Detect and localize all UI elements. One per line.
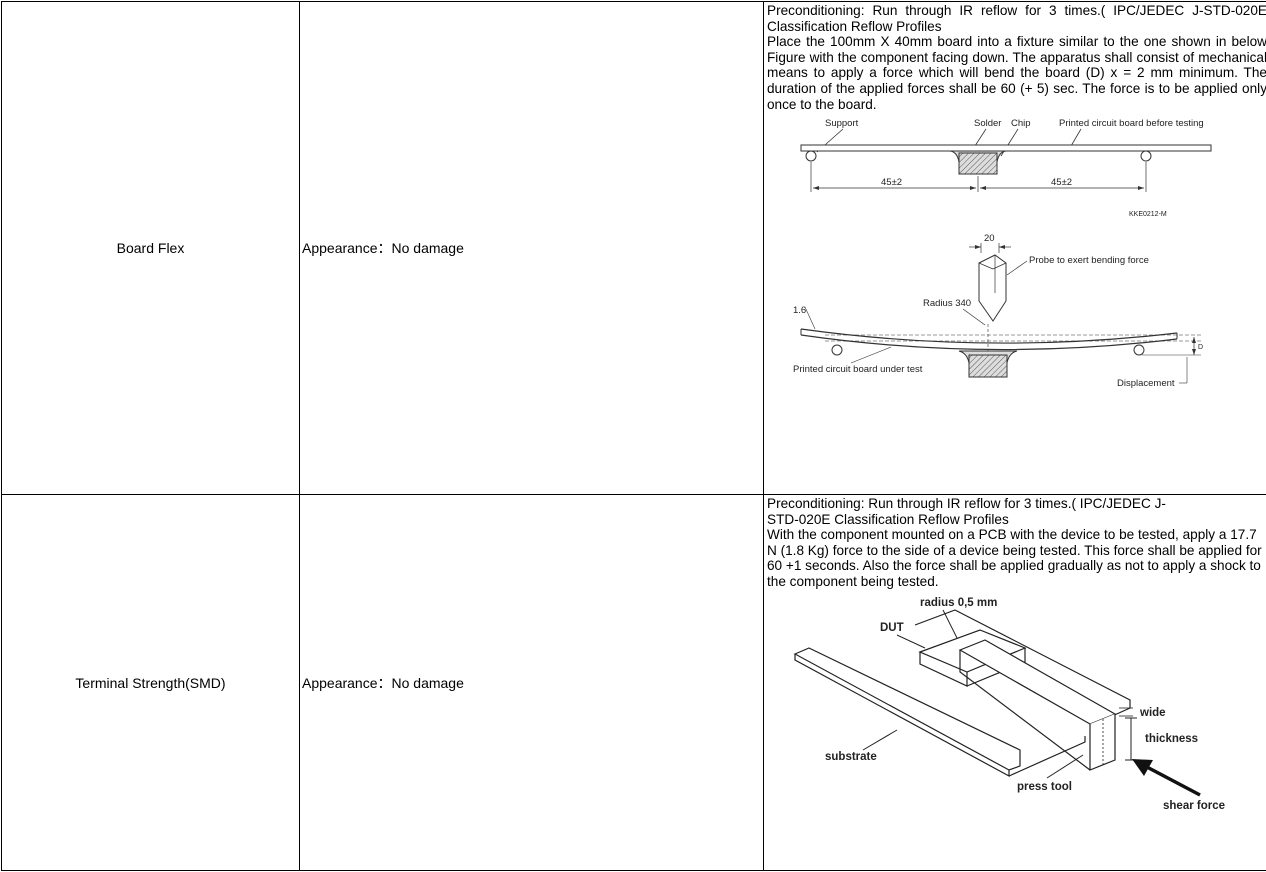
board-flex-figure-top: Support Solder Chip Printed circuit boar… xyxy=(800,118,1212,218)
procedure-text: Place the 100mm X 40mm board into a fixt… xyxy=(767,34,1266,112)
label-dim-left: 45±2 xyxy=(881,177,902,188)
label-figure-code: KKE0212-M xyxy=(1129,211,1167,218)
table-row: Terminal Strength(SMD) Appearance：No dam… xyxy=(1,494,1266,871)
method-cell: Preconditioning: Run through IR reflow f… xyxy=(763,494,1266,871)
label-displacement: Displacement xyxy=(1117,378,1175,389)
procedure-text: With the component mounted on a PCB with… xyxy=(767,527,1262,589)
label-dut: DUT xyxy=(880,622,904,634)
label-support: Support xyxy=(825,118,859,129)
label-chip: Chip xyxy=(1011,118,1031,129)
method-cell: Preconditioning: Run through IR reflow f… xyxy=(763,1,1266,495)
test-item-cell: Terminal Strength(SMD) xyxy=(1,494,300,871)
label-radius: Radius 340 xyxy=(923,298,971,309)
method-text: Preconditioning: Run through IR reflow f… xyxy=(767,496,1266,590)
label-pcb-before: Printed circuit board before testing xyxy=(1059,118,1204,129)
requirement-cell: Appearance：No damage xyxy=(299,494,764,871)
preconditioning-text: Preconditioning: Run through IR reflow f… xyxy=(767,496,1166,527)
label-substrate: substrate xyxy=(825,751,877,763)
label-thickness: thickness xyxy=(1145,733,1198,745)
label-shear-force: shear force xyxy=(1163,800,1225,812)
label-probe: Probe to exert bending force xyxy=(1029,255,1149,266)
method-text: Preconditioning: Run through IR reflow f… xyxy=(767,3,1266,112)
label-wide: wide xyxy=(1139,707,1166,719)
label-press-tool: press tool xyxy=(1017,781,1072,793)
label-dim-right: 45±2 xyxy=(1051,177,1072,188)
label-probe-width: 20 xyxy=(984,233,995,244)
board-flex-figure-bottom: 20 Probe to exert bending force Radius 3… xyxy=(793,233,1203,389)
requirement-cell: Appearance：No damage xyxy=(299,1,764,495)
preconditioning-text: Preconditioning: Run through IR reflow f… xyxy=(767,3,1266,34)
label-d: D xyxy=(1198,344,1203,351)
label-pcb-under: Printed circuit board under test xyxy=(793,364,923,375)
test-item-cell: Board Flex xyxy=(1,1,300,495)
terminal-strength-figure: radius 0,5 mm DUT wide xyxy=(793,597,1225,812)
table-row: Board Flex Appearance：No damage Precondi… xyxy=(1,1,1266,495)
label-radius: radius 0,5 mm xyxy=(920,597,997,609)
label-thickness: 1.6 xyxy=(793,305,806,316)
label-solder: Solder xyxy=(974,118,1001,129)
